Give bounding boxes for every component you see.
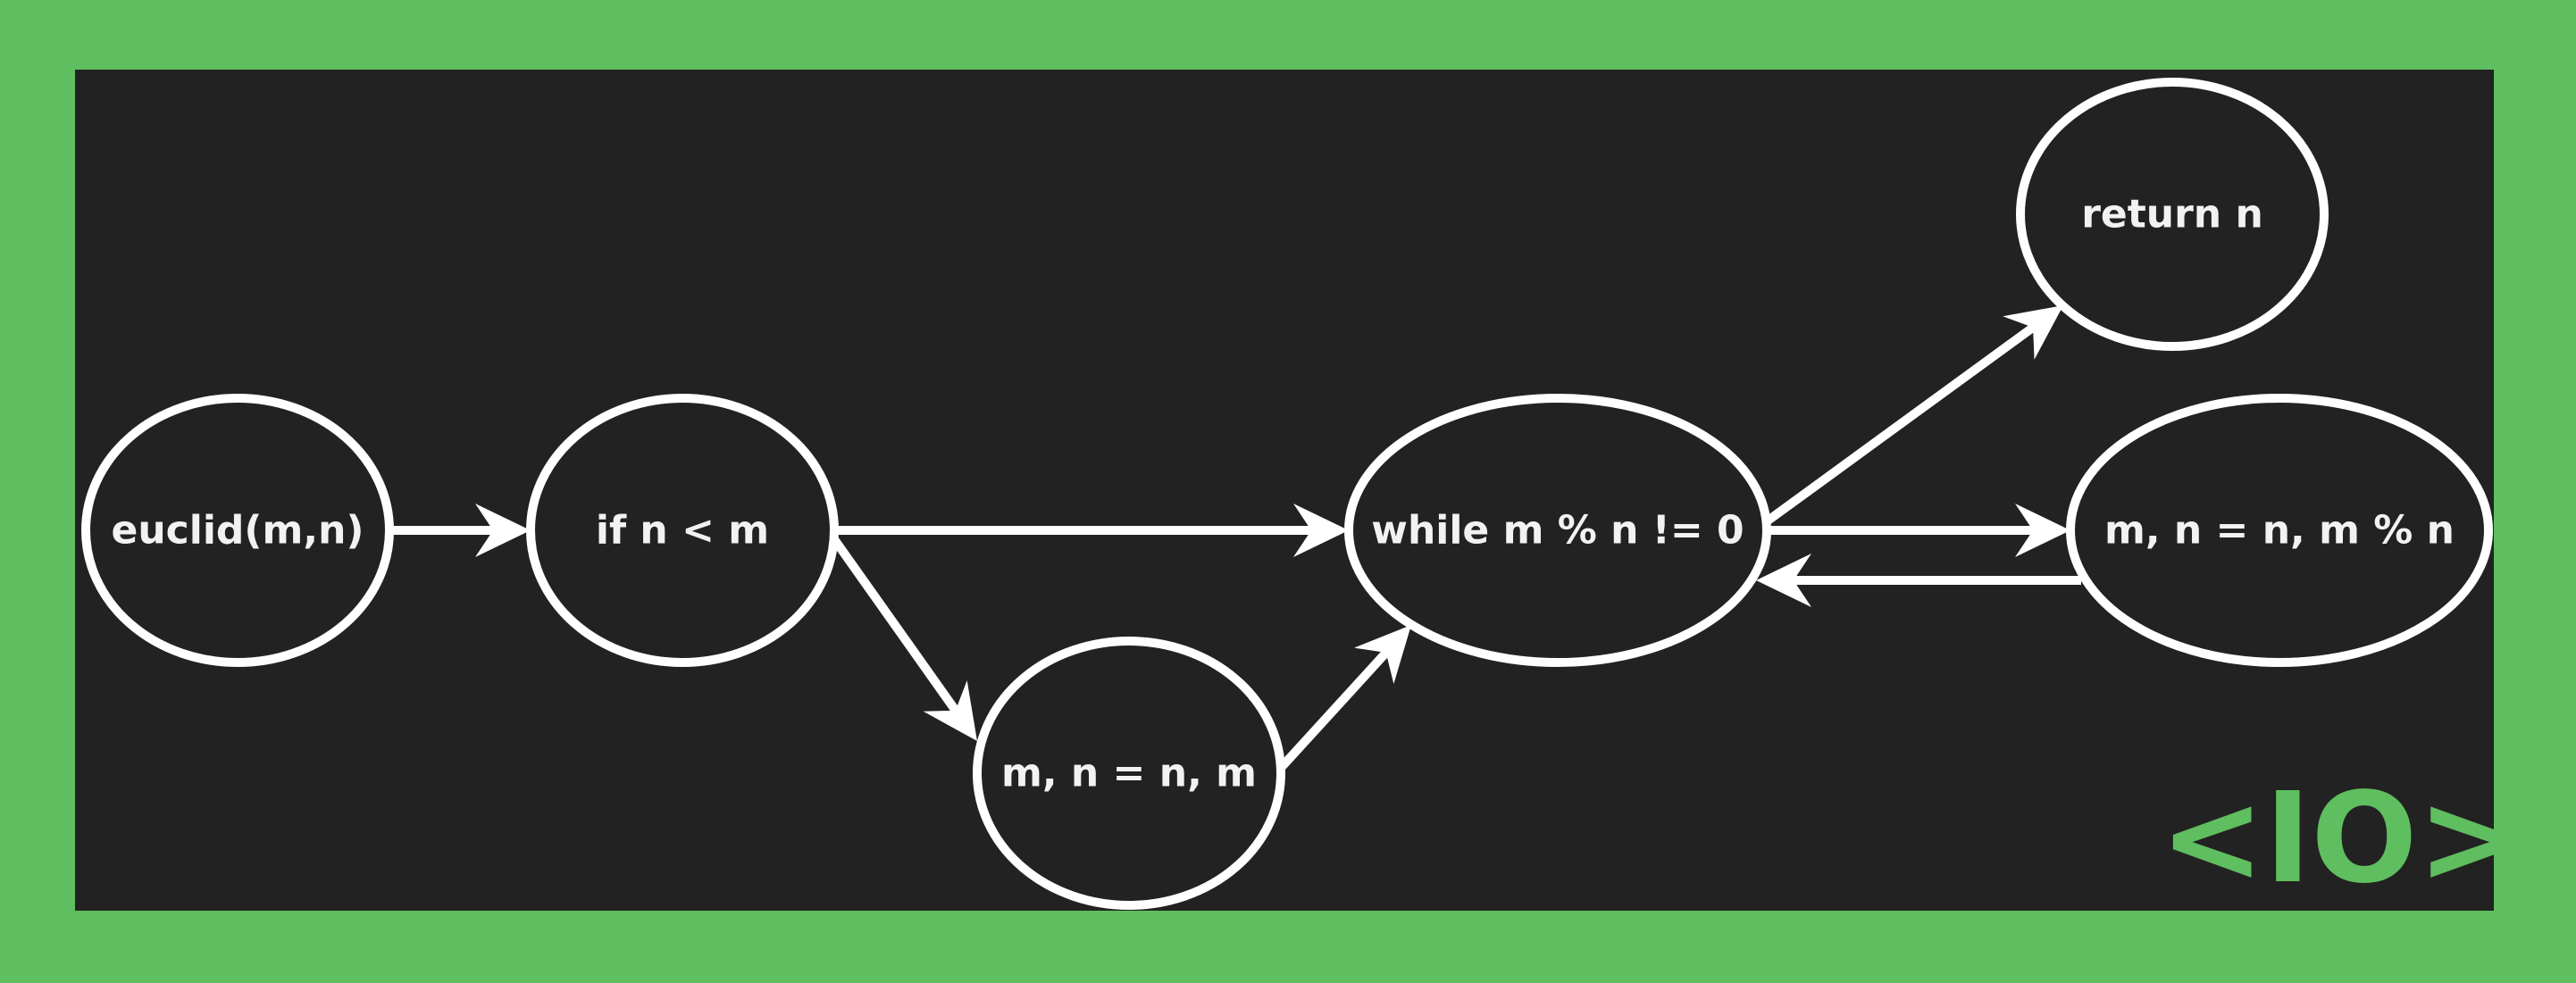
nodes: euclid(m,n) if n < m m, n = n, m while m % … xyxy=(81,78,2493,910)
node-euclid: euclid(m,n) xyxy=(81,394,394,667)
node-shape-euclid xyxy=(81,394,394,667)
edge-if-to-while xyxy=(834,504,1349,557)
arrow-head xyxy=(1293,504,1349,557)
node-label-update: m, n = n, m % n xyxy=(2104,508,2455,554)
arrow-head xyxy=(1354,625,1411,685)
node-swap: m, n = n, m xyxy=(973,637,1285,910)
node-if: if n < m xyxy=(526,394,839,667)
node-shape-while xyxy=(1344,394,1771,667)
node-label-euclid: euclid(m,n) xyxy=(111,508,364,554)
node-label-return: return n xyxy=(2081,192,2263,237)
node-return: return n xyxy=(2016,78,2329,351)
node-shape-if xyxy=(526,394,839,667)
node-label-if: if n < m xyxy=(596,508,769,554)
node-shape-return xyxy=(2016,78,2329,351)
node-label-while: while m % n != 0 xyxy=(1371,508,1744,554)
edge-line xyxy=(830,537,959,713)
arrow-head xyxy=(475,504,531,557)
edge-line xyxy=(1277,649,1390,771)
edge-line xyxy=(1764,323,2037,526)
edge-while-to-update xyxy=(1767,504,2070,557)
edge-swap-to-while xyxy=(1277,625,1411,771)
edge-if-to-swap xyxy=(830,537,977,741)
io-logo: <IO> xyxy=(2160,766,2522,912)
arrow-head xyxy=(2003,305,2063,360)
arrow-head xyxy=(1756,554,1811,607)
edge-euclid-to-if xyxy=(389,504,531,557)
node-update: m, n = n, m % n xyxy=(2066,394,2493,667)
edge-while-to-return xyxy=(1764,305,2063,526)
node-shape-update xyxy=(2066,394,2493,667)
arrow-head xyxy=(2015,504,2070,557)
node-label-swap: m, n = n, m xyxy=(1001,751,1257,796)
node-while: while m % n != 0 xyxy=(1344,394,1771,667)
edge-update-to-while xyxy=(1756,554,2081,607)
node-shape-swap xyxy=(973,637,1285,910)
arrow-head xyxy=(923,680,977,741)
edges xyxy=(389,305,2081,771)
